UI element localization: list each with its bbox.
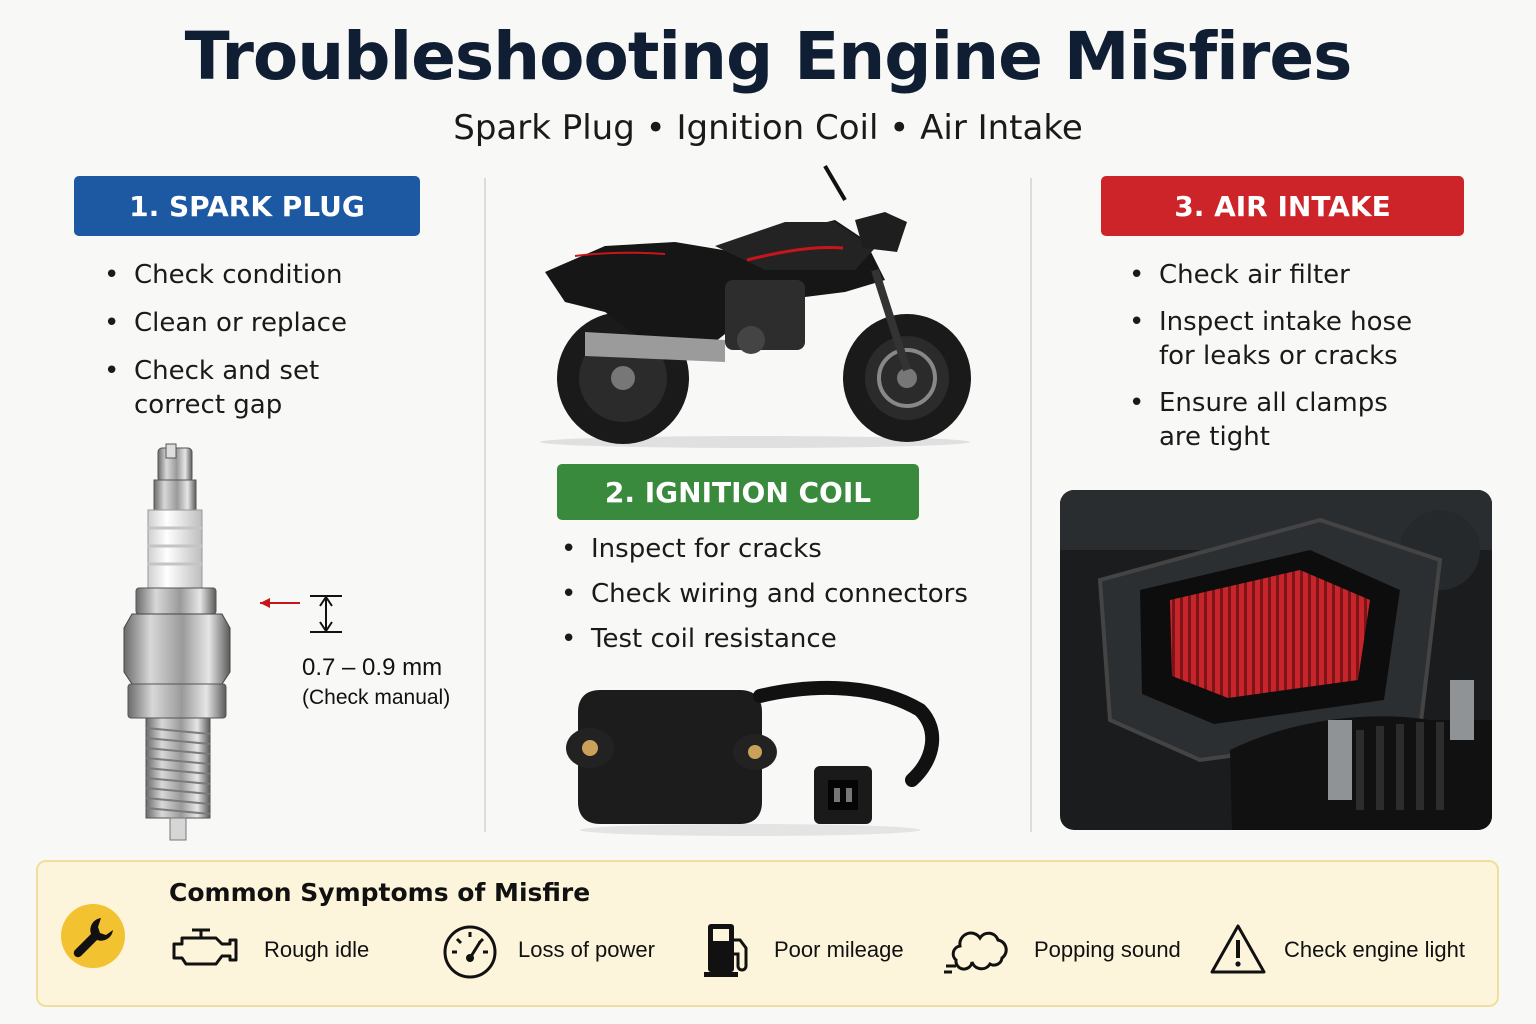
smoke-icon <box>944 931 1008 974</box>
motorcycle-illustration <box>540 164 971 448</box>
symptom-label: Check engine light <box>1284 937 1466 962</box>
symptoms-badge <box>61 904 125 968</box>
spark-plug-checklist: Check condition Clean or replace Check a… <box>104 258 464 436</box>
engine-icon <box>172 928 238 966</box>
page-title: Troubleshooting Engine Misfires <box>184 18 1353 95</box>
ignition-coil-checklist: Inspect for cracks Check wiring and conn… <box>561 532 981 667</box>
list-item: Inspect for cracks <box>561 532 981 566</box>
gauge-icon <box>443 925 497 979</box>
symptom-popping-sound: Popping sound <box>942 920 1181 980</box>
spark-gap-value: 0.7 – 0.9 mm <box>302 654 443 681</box>
symptom-poor-mileage: Poor mileage <box>702 920 904 980</box>
list-item: Ensure all clamps are tight <box>1129 386 1399 454</box>
symptom-label: Rough idle <box>264 937 370 962</box>
fuel-pump-icon <box>704 924 748 977</box>
wrench-icon <box>73 918 113 958</box>
symptom-label: Popping sound <box>1034 937 1181 962</box>
column-divider-right <box>1030 178 1032 832</box>
symptom-loss-of-power: Loss of power <box>438 920 655 980</box>
symptom-check-engine-light: Check engine light <box>1208 920 1465 980</box>
air-intake-heading: 3. AIR INTAKE <box>1101 176 1464 236</box>
list-item: Check and set correct gap <box>104 354 354 422</box>
symptom-label: Loss of power <box>518 937 655 962</box>
page-subtitle: Spark Plug • Ignition Coil • Air Intake <box>453 108 1083 148</box>
list-item: Inspect intake hose for leaks or cracks <box>1129 305 1419 373</box>
list-item: Test coil resistance <box>561 622 981 656</box>
symptoms-panel: Common Symptoms of Misfire Rough idle Lo… <box>36 860 1499 1007</box>
ignition-coil-heading: 2. IGNITION COIL <box>557 464 919 520</box>
column-divider-left <box>484 178 486 832</box>
warning-icon <box>1210 924 1266 974</box>
list-item: Check condition <box>104 258 464 292</box>
list-item: Clean or replace <box>104 306 464 340</box>
spark-gap-note: (Check manual) <box>302 686 451 709</box>
ignition-coil-illustration <box>566 680 940 836</box>
list-item: Check wiring and connectors <box>561 577 981 611</box>
symptom-rough-idle: Rough idle <box>168 920 369 980</box>
air-intake-checklist: Check air filter Inspect intake hose for… <box>1129 258 1489 467</box>
spark-plug-illustration <box>123 443 342 841</box>
list-item: Check air filter <box>1129 258 1489 292</box>
symptoms-title: Common Symptoms of Misfire <box>169 878 591 907</box>
symptom-label: Poor mileage <box>774 937 904 962</box>
air-filter-photo <box>1060 490 1492 830</box>
spark-plug-heading: 1. SPARK PLUG <box>74 176 420 236</box>
